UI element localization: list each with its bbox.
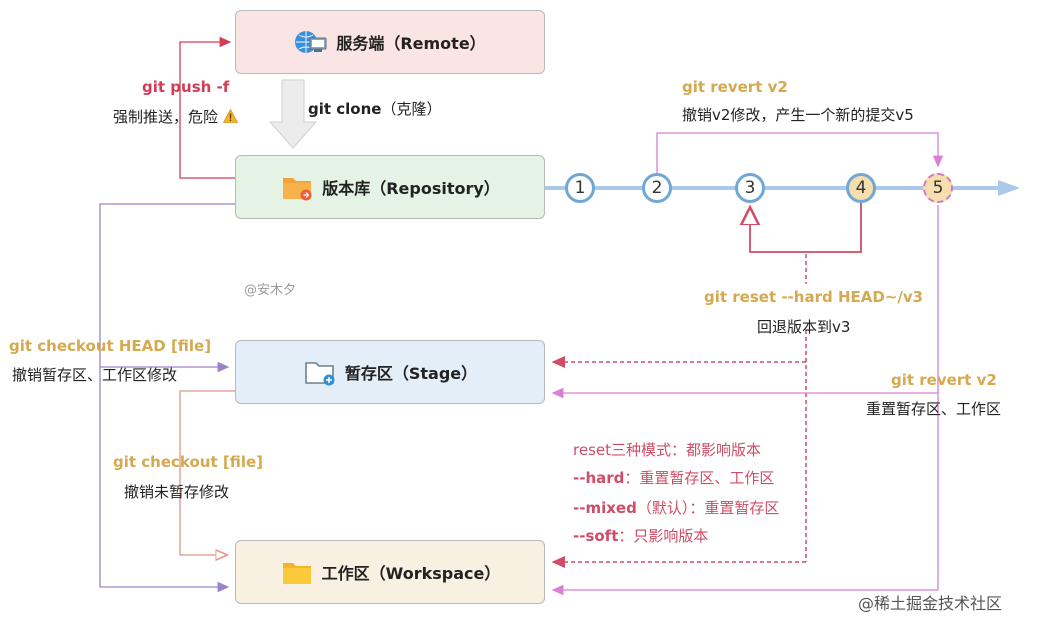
commit-node-4: 4	[846, 173, 876, 203]
workspace-box: 工作区（Workspace）	[235, 540, 545, 604]
remote-label: 服务端（Remote）	[336, 34, 486, 53]
checkout-head-command: git checkout HEAD [file]	[9, 337, 212, 355]
repository-box: 版本库（Repository）	[235, 155, 545, 219]
push-command: git push -f	[142, 78, 230, 96]
clone-label: git clone（克隆）	[308, 98, 441, 119]
checkout-file-command: git checkout [file]	[113, 453, 263, 471]
reset-mode-hard-desc: ：重置暂存区、工作区	[624, 469, 775, 487]
commit-node-2: 2	[642, 173, 672, 203]
revert-right-command: git revert v2	[891, 371, 997, 389]
timeline-arrowhead	[998, 180, 1020, 196]
commit-node-5: 5	[923, 173, 953, 203]
revert-top-description: 撤销v2修改，产生一个新的提交v5	[682, 106, 914, 124]
clone-description: （克隆）	[381, 100, 442, 118]
commit-node-1: 1	[565, 173, 595, 203]
reset-description: 回退版本到v3	[757, 318, 851, 336]
push-description-text: 强制推送，危险	[113, 108, 219, 126]
stage-label: 暂存区（Stage）	[344, 364, 478, 383]
folder-share-icon	[280, 172, 314, 202]
repository-label: 版本库（Repository）	[322, 179, 500, 198]
reset-command: git reset --hard HEAD~/v3	[704, 288, 924, 306]
reset-mode-mixed: --mixed（默认）：重置暂存区	[573, 497, 779, 518]
checkout-file-arrow	[179, 390, 236, 555]
clone-command: git clone	[308, 100, 382, 118]
revert-top-arrow	[656, 132, 944, 173]
reset-mode-mixed-desc: （默认）：重置暂存区	[636, 499, 780, 517]
folder-icon	[280, 557, 314, 587]
reset-mode-soft-desc: ：只影响版本	[618, 527, 709, 545]
remote-box: 服务端（Remote）	[235, 10, 545, 74]
reset-modes-title: reset三种模式：都影响版本	[573, 441, 761, 459]
globe-computer-icon	[294, 27, 328, 57]
revert-right-description: 重置暂存区、工作区	[866, 400, 1002, 418]
reset-bracket	[750, 203, 862, 253]
reset-mode-soft-flag: --soft	[573, 527, 619, 545]
warning-icon	[222, 108, 238, 123]
watermark-author: @安木夕	[244, 283, 297, 298]
stage-box: 暂存区（Stage）	[235, 340, 545, 404]
reset-mode-soft: --soft：只影响版本	[573, 525, 708, 546]
workspace-label: 工作区（Workspace）	[321, 564, 501, 583]
reset-mode-hard-flag: --hard	[573, 469, 625, 487]
watermark-site: @稀土掘金技术社区	[858, 594, 1003, 613]
push-description: 强制推送，危险	[113, 106, 238, 127]
folder-plus-icon	[303, 357, 337, 387]
reset-mode-hard: --hard：重置暂存区、工作区	[573, 467, 774, 488]
checkout-head-line	[99, 203, 236, 593]
reset-mode-mixed-flag: --mixed	[573, 499, 637, 517]
checkout-head-description: 撤销暂存区、工作区修改	[12, 366, 178, 384]
checkout-file-description: 撤销未暂存修改	[124, 483, 230, 501]
push-arrow	[179, 36, 236, 179]
revert-top-command: git revert v2	[682, 78, 788, 96]
clone-arrow	[268, 79, 318, 149]
commit-node-3: 3	[735, 173, 765, 203]
